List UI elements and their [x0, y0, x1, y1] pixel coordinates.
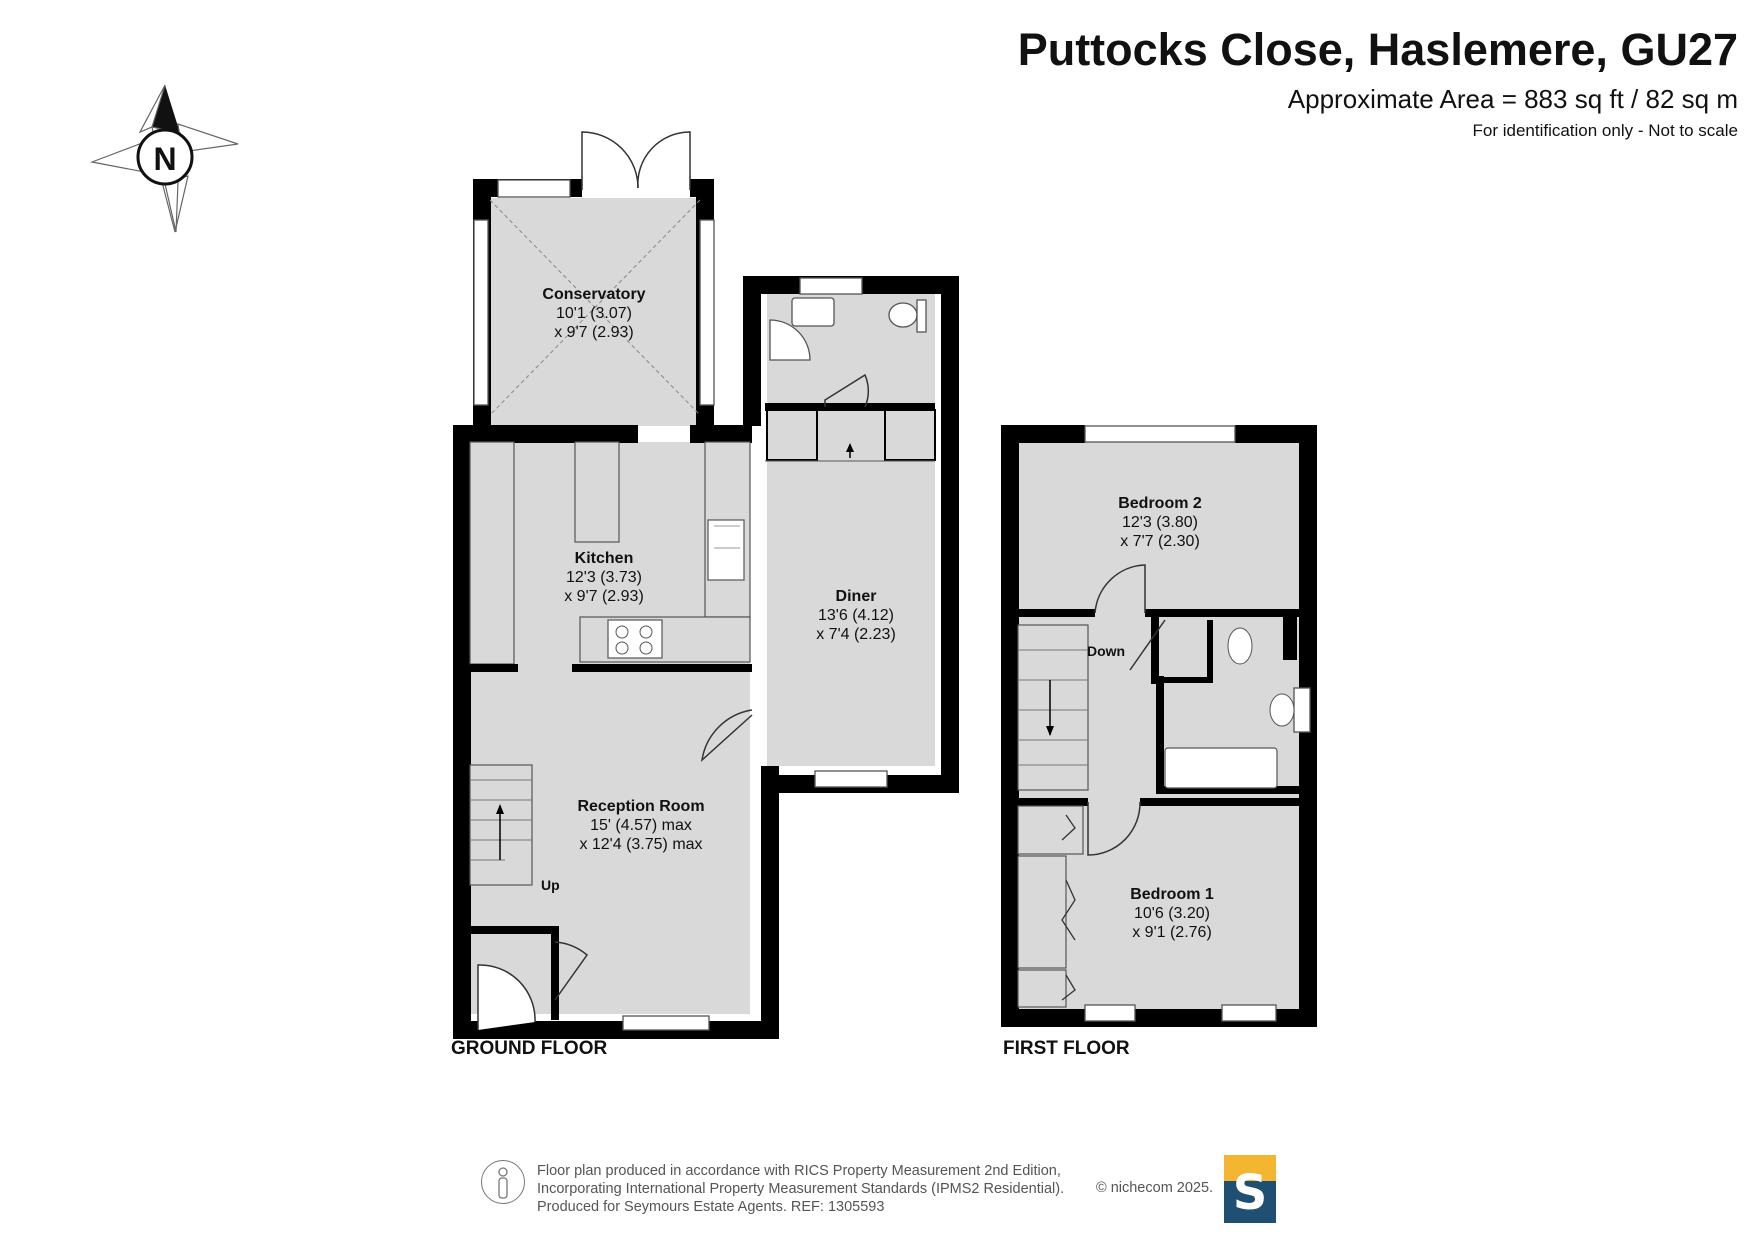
first-floor-label: FIRST FLOOR: [1003, 1038, 1130, 1059]
conservatory-floor: [485, 198, 702, 426]
footer-text: Floor plan produced in accordance with R…: [537, 1163, 1065, 1215]
first-floor-plan: [1001, 425, 1317, 1027]
footer-copyright: © nichecom 2025.: [1096, 1180, 1214, 1196]
ground-floor-plan: [453, 131, 959, 1039]
compass-rose-icon: N: [89, 84, 239, 233]
room-kitchen: Kitchen 12'3 (3.73) x 9'7 (2.93): [564, 550, 644, 605]
diner-wc-floor: [767, 294, 935, 766]
page-title: Puttocks Close, Haslemere, GU27: [1017, 24, 1738, 75]
seymours-logo-icon: S: [1224, 1155, 1276, 1223]
disclaimer-note: For identification only - Not to scale: [1472, 121, 1738, 140]
stairs-up-label: Up: [541, 877, 560, 893]
room-diner: Diner 13'6 (4.12) x 7'4 (2.23): [816, 588, 896, 643]
room-conservatory: Conservatory 10'1 (3.07) x 9'7 (2.93): [542, 286, 646, 341]
stairs-down-label: Down: [1087, 643, 1126, 659]
approximate-area: Approximate Area = 883 sq ft / 82 sq m: [1287, 84, 1738, 114]
room-bedroom-2: Bedroom 2 12'3 (3.80) x 7'7 (2.30): [1118, 495, 1202, 550]
room-reception: Reception Room 15' (4.57) max x 12'4 (3.…: [577, 798, 705, 853]
room-bedroom-1: Bedroom 1 10'6 (3.20) x 9'1 (2.76): [1130, 886, 1214, 941]
compass-north-letter: N: [153, 141, 176, 177]
measure-badge: [481, 1160, 525, 1204]
ground-floor-label: GROUND FLOOR: [451, 1038, 608, 1059]
